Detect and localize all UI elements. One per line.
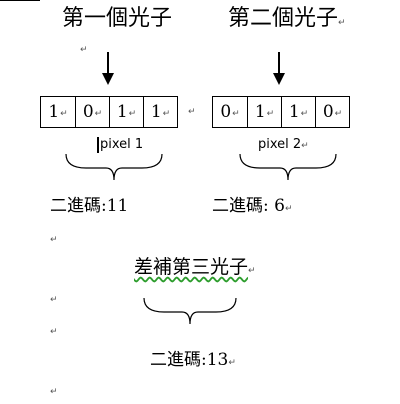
paragraph-mark: ↵ xyxy=(50,387,58,397)
first-photon-text: 第一個光子 xyxy=(62,6,173,31)
pixel1-bit-table: 1↵ 0↵ 1↵ 1↵ xyxy=(40,96,178,128)
arrow-down-icon xyxy=(273,73,285,85)
third-photon-title: 差補第三光子↵ xyxy=(134,256,256,278)
interpolated-binary-code: 二進碼:13↵ xyxy=(150,350,236,370)
paragraph-mark: ↵ xyxy=(50,295,58,305)
brace-interpolated xyxy=(143,297,237,325)
bit-cell: 1↵ xyxy=(247,97,281,127)
first-photon-title: 第一個光子 xyxy=(62,8,172,30)
bit-cell: 0↵ xyxy=(220,102,240,122)
top-rule xyxy=(0,0,40,1)
brace-pixel2 xyxy=(239,153,337,181)
paragraph-mark: ↵ xyxy=(338,18,346,28)
bit-cell: 0↵ xyxy=(75,97,109,127)
paragraph-mark: ↵ xyxy=(50,235,58,245)
arrow-shaft-right xyxy=(278,52,280,74)
pixel2-binary-code: 二進碼: 6↵ xyxy=(212,196,293,216)
bit-cell: 1↵ xyxy=(109,97,143,127)
pixel2-bit-table: 0↵ 1↵ 1↵ 0↵ xyxy=(212,96,350,128)
paragraph-mark: ↵ xyxy=(188,107,196,117)
bit-cell: 1↵ xyxy=(143,97,177,127)
bit-cell: 1↵ xyxy=(281,97,315,127)
pixel1-binary-code: 二進碼:11 xyxy=(50,196,129,216)
arrow-down-icon xyxy=(102,73,114,85)
second-photon-title: 第二個光子↵ xyxy=(228,8,346,30)
bit-cell: 1↵ xyxy=(48,102,68,122)
second-photon-text: 第二個光子 xyxy=(228,6,339,31)
paragraph-mark: ↵ xyxy=(80,45,88,55)
bit-cell: 0↵ xyxy=(315,97,349,127)
pixel1-label: pixel 1 xyxy=(100,137,144,152)
brace-pixel1 xyxy=(65,153,163,181)
arrow-shaft-left xyxy=(107,52,109,74)
pixel2-label: pixel 2↵ xyxy=(258,137,309,152)
paragraph-mark: ↵ xyxy=(50,327,58,337)
text-cursor xyxy=(97,137,99,153)
